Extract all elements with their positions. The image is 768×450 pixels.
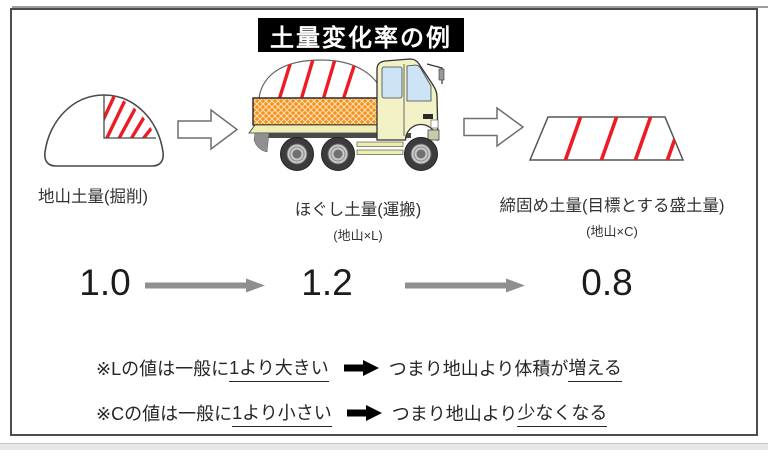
cargo-bed [252, 97, 394, 126]
cab-door-window [406, 64, 432, 102]
ratio-value-compacted: 0.8 [581, 262, 633, 303]
page-title: 土量変化率の例 [270, 24, 452, 52]
trapezoid-embankment-shape [528, 116, 685, 161]
stage-label-loosened: ほぐし土量(運搬) [294, 201, 422, 219]
flow-arrow-icon [145, 278, 265, 293]
note-text: つまり地山より体積が [388, 359, 569, 379]
note-underlined-text: 増える [568, 354, 622, 382]
note-text: つまり地山より [391, 404, 518, 424]
implies-arrow-icon [343, 360, 379, 376]
mud-guard [253, 132, 270, 153]
bottom-edge-strip [0, 443, 768, 450]
cab-rear-window [381, 66, 403, 99]
implies-arrow-icon [346, 405, 382, 421]
soil-heap-stripes [277, 60, 358, 98]
note-text: ※Lの値は一般に [96, 359, 230, 379]
stage-sublabel-loosened: (地山×L) [333, 228, 383, 243]
note-underlined-text: 1より小さい [232, 399, 332, 427]
note-text: ※Cの値は一般に [96, 404, 233, 424]
right-block-arrow-icon [463, 106, 525, 148]
dump-truck-illustration [248, 58, 445, 171]
top-edge-line [12, 6, 768, 8]
note-underlined-text: 1より大きい [229, 354, 329, 382]
front-bumper [427, 129, 440, 141]
natural-ground-mound-shape [44, 94, 164, 167]
headlamp [430, 119, 439, 129]
stage-label-compacted: 締固め土量(目標とする盛土量) [499, 197, 725, 215]
truck-wheels [280, 137, 438, 171]
note-underlined-text: 少なくなる [517, 399, 608, 427]
stage-label-natural-ground: 地山土量(掘削) [38, 188, 148, 206]
title-banner: 土量変化率の例 [258, 18, 464, 52]
stage-sublabel-compacted: (地山×C) [586, 224, 638, 239]
ratio-value-loosened: 1.2 [301, 262, 353, 303]
soil-heap-shape [258, 59, 386, 99]
flow-arrow-icon [405, 278, 525, 293]
right-block-arrow-icon [177, 108, 239, 151]
side-mirror [438, 68, 445, 81]
ratio-value-natural-ground: 1.0 [79, 262, 131, 303]
